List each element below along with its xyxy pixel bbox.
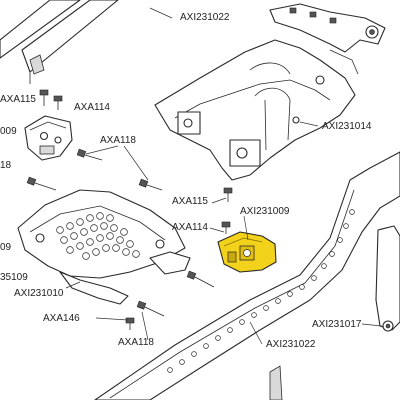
servo-mount-small [24,115,73,161]
label-axa118-bottom: AXA118 [118,337,154,348]
label-axa114-mid: AXA114 [172,222,208,233]
screw-axa118-lower-b [136,300,165,317]
screw-axa114-left [53,95,63,110]
leader-lines [65,7,383,345]
label-axi231022-bottom: AXI231022 [266,339,316,350]
screw-axa146 [125,317,135,330]
highlighted-part-axi231009 [217,231,277,273]
label-edge-35109: 35109 [0,272,28,283]
skid-plate [17,189,191,305]
steering-bracket-top [269,3,386,53]
screw-axa118-upper-a [76,148,103,161]
label-axi231022-top: AXI231022 [180,12,230,23]
link-axi231017 [375,225,400,332]
screw-axa118-upper-b [138,178,163,191]
label-axa118-top: AXA118 [100,135,136,146]
label-edge-09: 09 [0,242,12,253]
frame-rail-upper [0,0,119,84]
screw-axa115-left [39,89,49,106]
label-axa115-mid: AXA115 [172,196,208,207]
label-axi231009: AXI231009 [240,206,290,217]
label-edge-18: 18 [0,160,12,171]
screw-axa115-mid [223,187,233,202]
skid-plate-grid [56,212,140,260]
label-axi231014: AXI231014 [322,121,372,132]
label-axi231017: AXI231017 [312,319,362,330]
screw-axa118-lower-a [186,270,215,288]
frame-rail-holes [167,209,355,373]
label-axa115-left: AXA115 [0,94,36,105]
screw-axa114-mid [221,221,231,234]
axle-mount-large [154,39,359,181]
frame-rail-lower [94,151,400,400]
screw-axa118-left [26,176,57,191]
label-edge-009: 009 [0,126,17,137]
label-axa146: AXA146 [43,313,80,324]
label-axa114-left: AXA114 [74,102,110,113]
label-axi231010: AXI231010 [14,288,64,299]
